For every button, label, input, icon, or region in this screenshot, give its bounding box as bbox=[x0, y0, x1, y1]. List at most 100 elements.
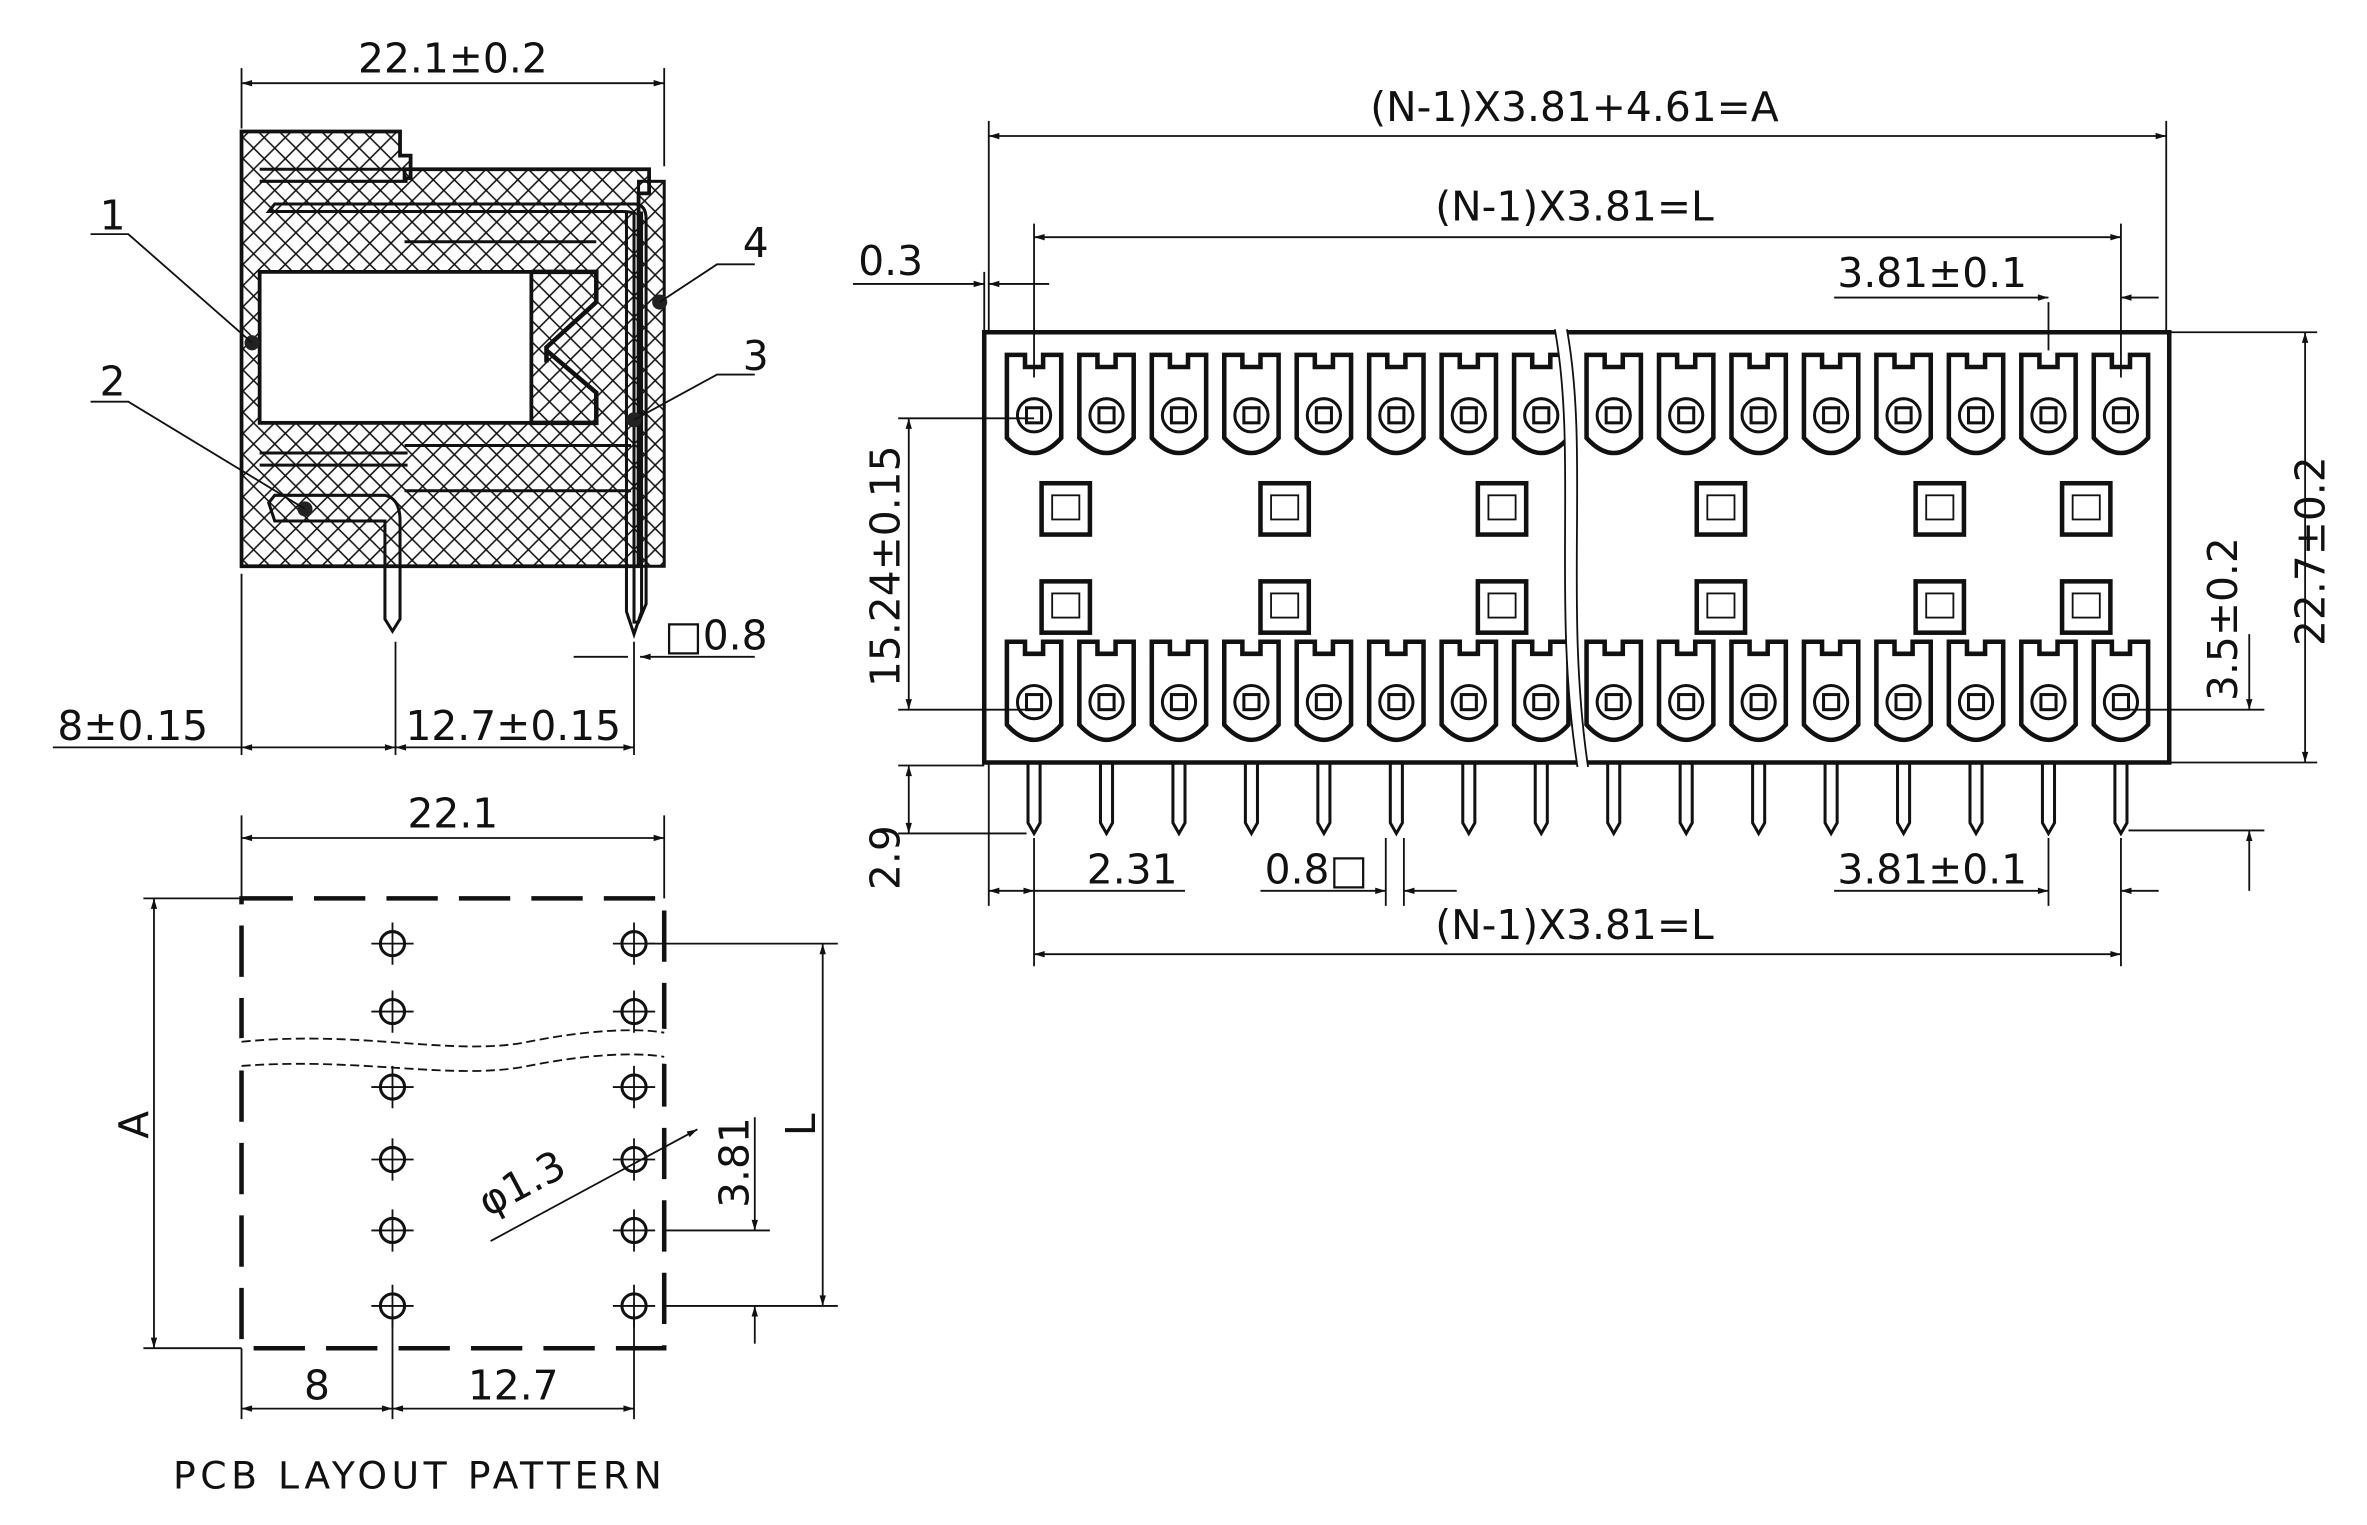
locking-window bbox=[1475, 480, 1529, 537]
pcb-right-dim: 12.7 bbox=[468, 1362, 559, 1410]
hole-centerline bbox=[371, 922, 414, 965]
pin bbox=[2113, 762, 2129, 837]
terminal bbox=[1729, 352, 1789, 456]
terminal-body bbox=[1511, 352, 1571, 456]
pin bbox=[1316, 762, 1332, 837]
screw-square-icon bbox=[2111, 406, 2130, 425]
pin bbox=[1678, 762, 1694, 837]
pin bbox=[1533, 762, 1549, 837]
terminal bbox=[1149, 352, 1209, 456]
terminal bbox=[2091, 352, 2151, 456]
wire-entry-icon bbox=[1015, 684, 1053, 721]
screw-square-icon bbox=[1822, 406, 1841, 425]
pin bbox=[1461, 762, 1477, 837]
locking-window bbox=[1475, 579, 1529, 635]
pin bbox=[1098, 762, 1115, 837]
locking-window-inner bbox=[2071, 592, 2101, 619]
terminal bbox=[1221, 639, 1281, 742]
screw-square-icon bbox=[1604, 406, 1623, 425]
screw-square-icon bbox=[1459, 406, 1478, 425]
terminal-body bbox=[1656, 639, 1716, 742]
callout-4: 4 bbox=[743, 219, 769, 267]
terminal-body bbox=[2091, 352, 2151, 456]
wire-entry-icon bbox=[1957, 684, 1995, 721]
hole-centerline bbox=[371, 1065, 414, 1109]
wire-entry-icon bbox=[2030, 397, 2067, 434]
side-pin-dim: □0.8 bbox=[664, 611, 767, 659]
front-pin-length-dim: 2.9 bbox=[862, 825, 910, 890]
wire-entry-icon bbox=[1088, 684, 1125, 721]
terminal bbox=[1511, 352, 1571, 456]
terminal bbox=[1439, 352, 1499, 456]
terminal-body bbox=[2019, 639, 2078, 742]
pin bbox=[1388, 762, 1404, 837]
hole-centerline bbox=[612, 1138, 656, 1181]
front-pitch-dim-top: 3.81±0.1 bbox=[1837, 249, 2027, 297]
terminal-body bbox=[1366, 639, 1426, 742]
hole-centerline bbox=[612, 990, 656, 1033]
locking-window-inner bbox=[1487, 494, 1517, 521]
locking-window bbox=[1694, 480, 1748, 537]
pin bbox=[1243, 762, 1259, 837]
hole-centerline bbox=[371, 990, 414, 1033]
terminal-body bbox=[1439, 352, 1499, 456]
terminal bbox=[1439, 639, 1499, 742]
terminal-body bbox=[1729, 352, 1789, 456]
screw-square-icon bbox=[1966, 693, 1986, 712]
locking-window-inner bbox=[1925, 494, 1955, 521]
locking-window bbox=[1039, 480, 1093, 537]
locking-window bbox=[1039, 579, 1093, 635]
screw-square-icon bbox=[1314, 406, 1333, 425]
side-right-dim: 12.7±0.15 bbox=[405, 702, 621, 750]
callout-1: 1 bbox=[100, 192, 126, 240]
screw-square-icon bbox=[1677, 693, 1696, 712]
front-overall-dim: (N-1)X3.81+4.61=A bbox=[1370, 83, 1779, 131]
screw-square-icon bbox=[1822, 693, 1841, 712]
wire-entry-icon bbox=[2102, 684, 2140, 721]
screw-square-icon bbox=[1387, 406, 1406, 425]
screw-square-icon bbox=[2111, 693, 2130, 712]
screw-square-icon bbox=[1749, 406, 1768, 425]
screw-square-icon bbox=[2039, 406, 2058, 425]
screw-square-icon bbox=[1097, 693, 1116, 712]
pin bbox=[1171, 762, 1187, 837]
locking-window bbox=[1258, 579, 1312, 635]
terminal bbox=[1077, 639, 1136, 742]
terminal bbox=[1656, 639, 1716, 742]
wire-entry-icon bbox=[1160, 397, 1198, 434]
pcb-width-dim: 22.1 bbox=[408, 789, 499, 837]
wire-entry-icon bbox=[1885, 397, 1922, 434]
wire-entry-icon bbox=[1305, 397, 1343, 434]
wire-entry-icon bbox=[2030, 684, 2067, 721]
front-edge-dim: 2.31 bbox=[1087, 845, 1178, 893]
side-left-dim: 8±0.15 bbox=[57, 702, 208, 750]
screw-square-icon bbox=[1097, 406, 1116, 425]
front-height-dim: 22.7±0.2 bbox=[2287, 456, 2335, 646]
hole-centerline bbox=[371, 1138, 414, 1181]
terminal-body bbox=[1656, 352, 1716, 456]
terminal-body bbox=[1149, 352, 1209, 456]
wire-entry-icon bbox=[1233, 397, 1270, 434]
wire-entry-icon bbox=[1668, 684, 1705, 721]
locking-window bbox=[1913, 480, 1967, 537]
terminal-body bbox=[1221, 639, 1281, 742]
screw-square-icon bbox=[1459, 693, 1478, 712]
screw-square-icon bbox=[1604, 693, 1623, 712]
pcb-span-label: L bbox=[777, 1113, 825, 1136]
pcb-left-dim: 8 bbox=[304, 1362, 330, 1410]
callout-2: 2 bbox=[100, 358, 126, 406]
screw-square-icon bbox=[1749, 693, 1768, 712]
front-view: (N-1)X3.81+4.61=A (N-1)X3.81=L 0.3 3.81±… bbox=[852, 83, 2335, 967]
wire-entry-icon bbox=[1885, 684, 1922, 721]
locking-window-inner bbox=[1051, 494, 1081, 521]
terminal-body bbox=[1874, 639, 1933, 742]
wire-entry-icon bbox=[1233, 684, 1270, 721]
locking-window-inner bbox=[1051, 592, 1081, 619]
locking-window bbox=[1913, 579, 1967, 635]
terminal-body bbox=[1729, 639, 1789, 742]
locking-window-inner bbox=[1487, 592, 1517, 619]
pin bbox=[1606, 762, 1622, 837]
wire-entry-icon bbox=[1740, 397, 1777, 434]
side-width-dim: 22.1±0.2 bbox=[358, 35, 548, 83]
